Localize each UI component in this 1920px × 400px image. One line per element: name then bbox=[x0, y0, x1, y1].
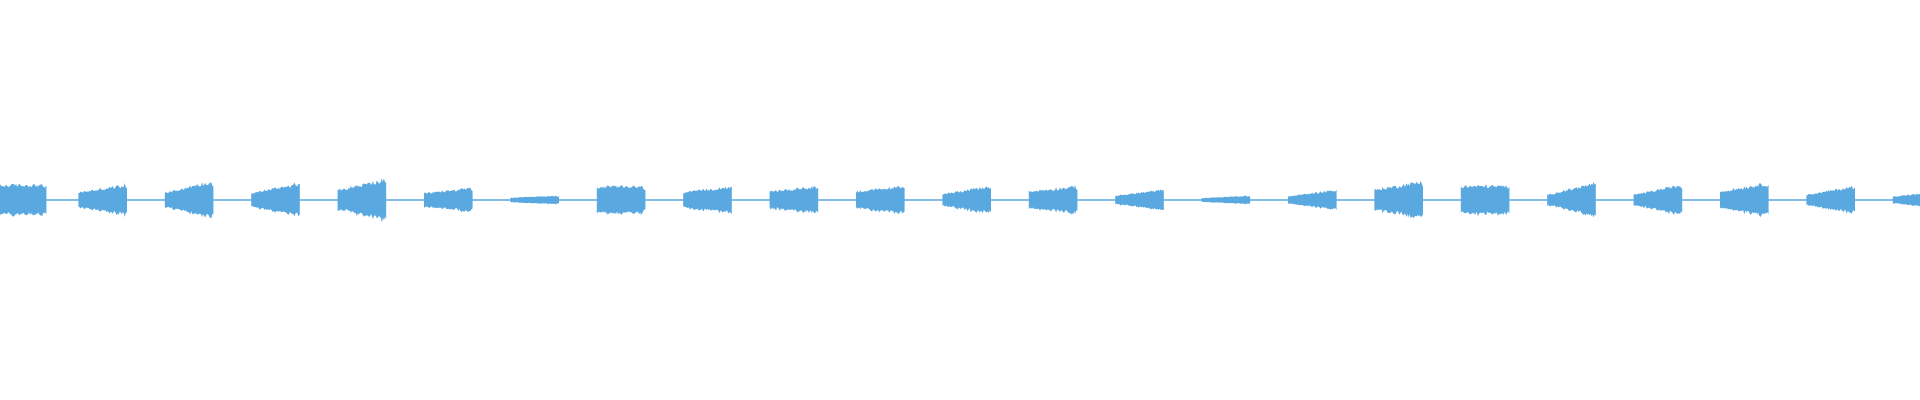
waveform-burst bbox=[1288, 189, 1337, 211]
waveform-burst bbox=[0, 183, 47, 217]
waveform-burst bbox=[251, 182, 300, 217]
waveform-burst bbox=[769, 186, 819, 214]
waveform-burst bbox=[78, 183, 127, 217]
waveform-burst bbox=[1374, 180, 1423, 219]
waveform-bursts bbox=[0, 178, 1920, 222]
waveform-burst bbox=[1806, 185, 1855, 214]
waveform-burst bbox=[424, 187, 473, 213]
waveform-burst bbox=[337, 178, 387, 222]
waveform-burst bbox=[683, 186, 732, 214]
waveform-burst bbox=[164, 182, 214, 219]
waveform-burst bbox=[596, 185, 646, 215]
waveform-burst bbox=[942, 186, 991, 214]
waveform-burst bbox=[1028, 185, 1078, 215]
waveform-burst bbox=[1201, 195, 1251, 205]
waveform-burst bbox=[1460, 184, 1510, 216]
waveform-burst bbox=[1633, 185, 1683, 215]
waveform-burst bbox=[1892, 193, 1920, 207]
waveform-burst bbox=[1115, 189, 1164, 211]
waveform-burst bbox=[856, 186, 905, 215]
waveform-burst bbox=[1547, 182, 1596, 218]
waveform-burst bbox=[1720, 183, 1769, 218]
waveform-burst bbox=[510, 195, 559, 205]
